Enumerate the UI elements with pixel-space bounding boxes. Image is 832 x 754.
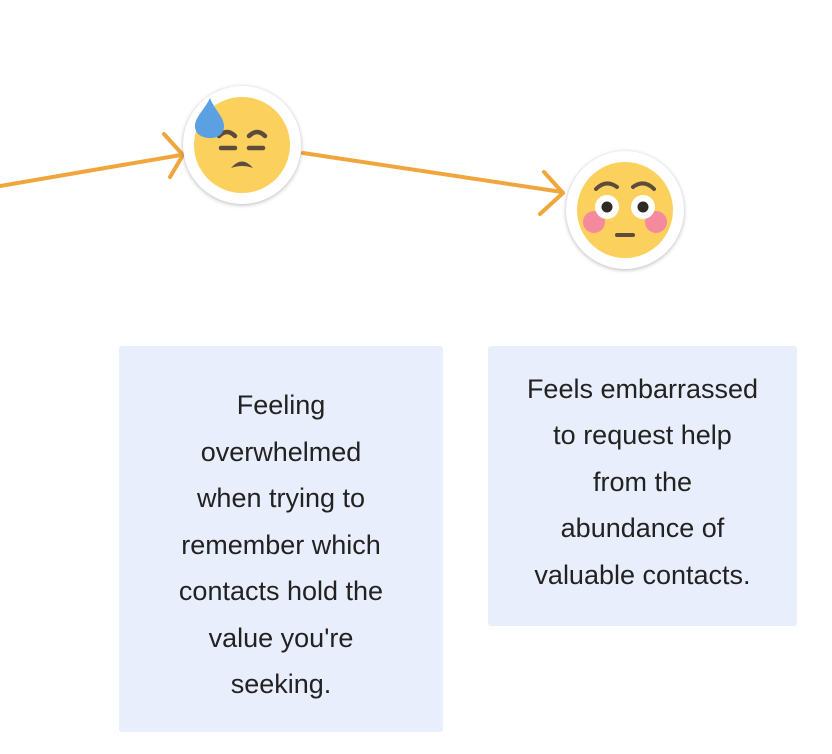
flushed-face-icon	[577, 162, 673, 258]
step-2-note-text: Feels embarrassed to request help from t…	[526, 373, 759, 590]
step-1-note-text: Feeling overwhelmed when trying to remem…	[178, 390, 384, 700]
connector-arrowhead-step-1-to-2	[538, 170, 565, 216]
step-2-emoji-node	[566, 151, 684, 269]
connector-line-incoming	[0, 153, 183, 188]
step-1-emoji-node	[183, 86, 301, 204]
step-2-note-card: Feels embarrassed to request help from t…	[488, 346, 797, 626]
step-1-note-card: Feeling overwhelmed when trying to remem…	[119, 346, 443, 732]
anxious-sweat-face-icon	[194, 97, 290, 193]
connector-line-step-1-to-2	[301, 151, 564, 194]
